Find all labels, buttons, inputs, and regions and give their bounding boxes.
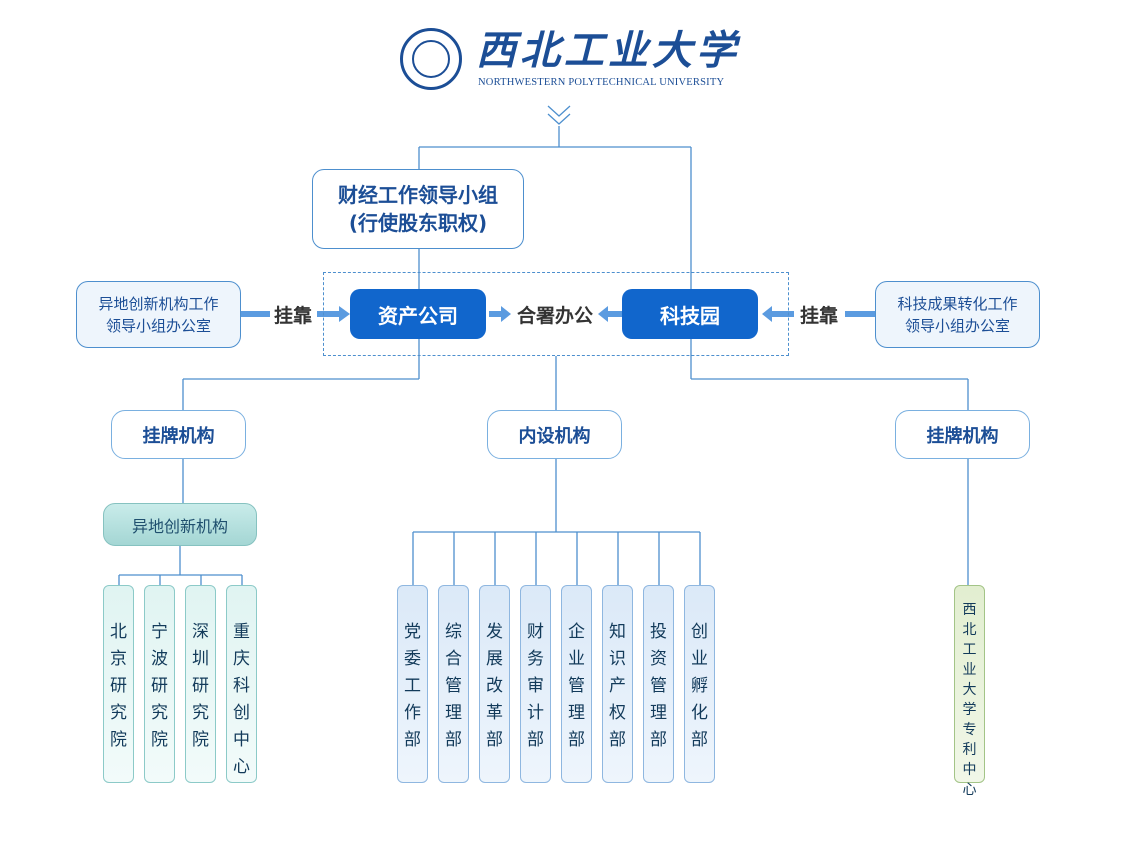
chevron-down-icon [547,113,571,125]
remote-institutions-label: 异地创新机构 [103,503,257,546]
dept-enterprise-management: 企业管理部 [561,585,592,783]
category-listed-institutions-right: 挂牌机构 [895,410,1030,459]
arrow-right-icon [317,311,339,317]
patent-center: 西北工业大学专利中心 [954,585,985,798]
dept-intellectual-property: 知识产权部 [602,585,633,783]
category-listed-institutions-left: 挂牌机构 [111,410,246,459]
tech-transfer-office-line2: 领导小组办公室 [904,316,1010,335]
university-name-en: NORTHWESTERN POLYTECHNICAL UNIVERSITY [478,77,725,88]
dept-finance-audit: 财务审计部 [520,585,551,783]
remote-unit-beijing: 北京研究院 [103,585,134,783]
remote-innovation-office-box: 异地创新机构工作 领导小组办公室 [76,281,241,348]
arrow-right-icon [489,311,501,317]
co-office-label: 合署办公 [516,304,593,327]
seal-inner-ring [412,40,450,78]
dept-investment-management: 投资管理部 [643,585,674,783]
chevron-down-icon [547,105,571,117]
remote-innovation-office-line2: 领导小组办公室 [105,316,211,335]
science-park-box: 科技园 [622,289,758,339]
dept-development-reform: 发展改革部 [479,585,510,783]
remote-unit-shenzhen: 深圳研究院 [185,585,216,783]
university-seal-icon [400,28,462,90]
asset-company-box: 资产公司 [350,289,486,339]
dept-startup-incubation: 创业孵化部 [684,585,715,783]
arrow-left-icon [608,311,622,317]
finance-leadership-group-box: 财经工作领导小组 (行使股东职权) [312,169,524,249]
attach-label-left: 挂靠 [273,304,312,327]
tech-transfer-office-line1: 科技成果转化工作 [897,294,1018,313]
remote-unit-chongqing: 重庆科创中心 [226,585,257,783]
dept-general-management: 综合管理部 [438,585,469,783]
remote-innovation-office-line1: 异地创新机构工作 [98,294,219,313]
arrow-left-icon [772,311,794,317]
attach-label-right: 挂靠 [799,304,838,327]
co-office-group-frame [323,272,789,356]
finance-leadership-group-subtitle: (行使股东职权) [348,211,488,235]
dept-party-affairs: 党委工作部 [397,585,428,783]
category-internal-departments: 内设机构 [487,410,622,459]
remote-unit-ningbo: 宁波研究院 [144,585,175,783]
tech-transfer-office-box: 科技成果转化工作 领导小组办公室 [875,281,1040,348]
finance-leadership-group-title: 财经工作领导小组 [338,183,498,207]
university-name-cn: 西北工业大学 [476,27,740,74]
